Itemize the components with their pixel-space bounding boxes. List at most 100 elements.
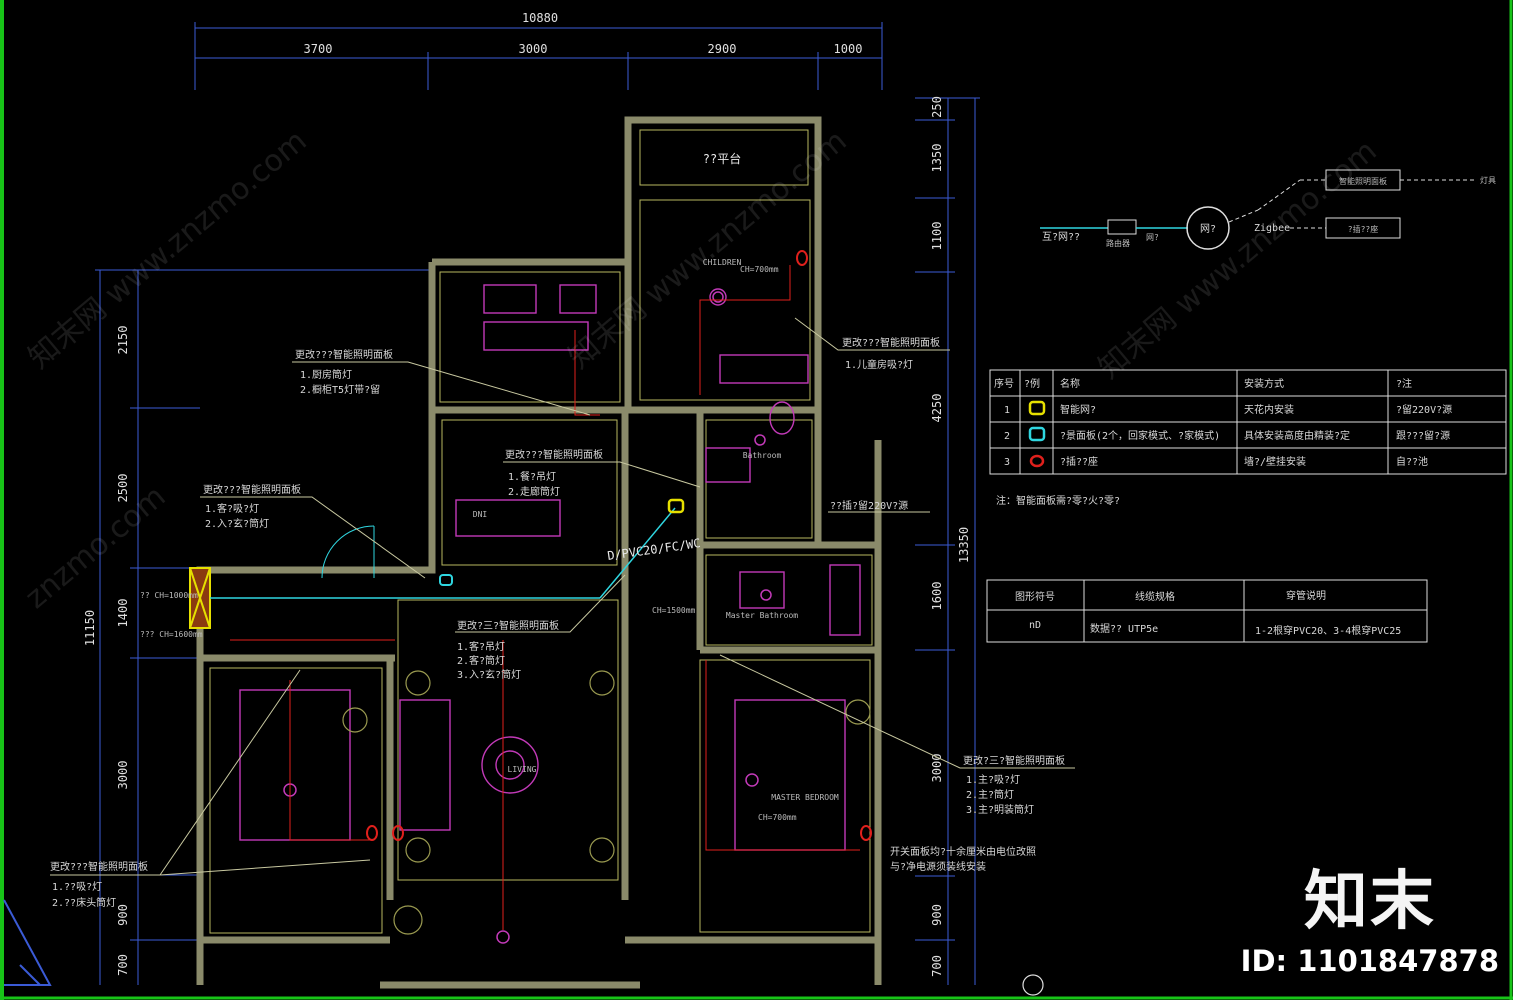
- dim-right-4: 4250: [930, 394, 944, 423]
- callout-entry-line-2: 2.入?玄?筒灯: [205, 517, 269, 530]
- callout-master-title: 更改?三?智能照明面板: [963, 754, 1065, 767]
- legend-header-symbol: ?例: [1024, 377, 1040, 390]
- height-entry-1: ?? CH=1000mm: [140, 591, 198, 600]
- dim-right-8: 700: [930, 955, 944, 977]
- dim-top-seg-3: 2900: [708, 42, 737, 56]
- callout-entry: 更改???智能照明面板 1.客?吸?灯 2.入?玄?筒灯: [203, 483, 301, 530]
- dim-left-3: 1400: [116, 599, 130, 628]
- ucs-icon: [3, 899, 52, 986]
- legend-table: [989, 369, 1507, 475]
- height-master: CH=700mm: [758, 813, 797, 822]
- dim-left-4: 3000: [116, 761, 130, 790]
- network-topology: [1040, 169, 1475, 250]
- topo-gateway-label: 网?: [1146, 233, 1159, 242]
- callout-children-line-1: 1.儿童房吸?灯: [845, 358, 913, 371]
- wiring-row-spec: 数据?? UTP5e: [1090, 622, 1158, 635]
- callout-dining-line-1: 1.餐?吊灯: [508, 470, 556, 483]
- legend-row-1-no: 1: [1004, 405, 1010, 416]
- callout-master-line-1: 1.主?吸?灯: [966, 774, 1020, 786]
- pipe-label: D/PVC20/FC/WC: [606, 536, 701, 563]
- height-children: CH=700mm: [740, 265, 779, 274]
- wiring-header-spec: 线缆规格: [1135, 590, 1175, 603]
- topo-end-label: 灯具: [1480, 175, 1496, 185]
- wiring-table: [986, 579, 1428, 643]
- callout-master-note-line-2: 与?净电源须装线安装: [890, 860, 986, 873]
- brand-logo: 知末: [1303, 865, 1436, 939]
- wiring-header-conduit: 穿管说明: [1286, 589, 1326, 602]
- legend-header-name: 名称: [1060, 377, 1080, 390]
- callout-living: 更改?三?智能照明面板 1.客?吊灯 2.客?筒灯 3.入?玄?筒灯: [457, 619, 559, 681]
- room-master-bathroom: Master Bathroom: [726, 611, 798, 620]
- callout-master: 更改?三?智能照明面板 1.主?吸?灯 2.主?筒灯 3.主?明装筒灯: [963, 754, 1065, 816]
- right-dimensions: [915, 97, 980, 985]
- dim-left-total: 11150: [83, 610, 97, 646]
- legend-row-2-name: ?景面板(2个，回家模式、?家模式): [1060, 429, 1220, 442]
- legend-header-note: ?注: [1396, 377, 1412, 390]
- legend-scene-panel-icon: [1028, 426, 1046, 442]
- topo-node-socket: ?插??座: [1348, 224, 1378, 234]
- room-living: LIVING: [508, 765, 537, 774]
- topo-source: 互?网??: [1042, 231, 1080, 243]
- dim-top-seg-2: 3000: [519, 42, 548, 56]
- callout-living-line-3: 3.入?玄?筒灯: [457, 668, 521, 681]
- legend-note: 注：智能面板需?零?火?零?: [996, 494, 1120, 507]
- socket-symbol-master: [860, 825, 872, 841]
- dim-right-6: 3000: [930, 754, 944, 783]
- entry-door: [321, 525, 375, 579]
- wiring-row-conduit: 1-2根穿PVC20、3-4根穿PVC25: [1255, 624, 1401, 637]
- wiring-red: [230, 265, 860, 930]
- room-master-bedroom: MASTER BEDROOM: [771, 793, 839, 802]
- legend-row-3-name: ?插??座: [1060, 455, 1098, 468]
- dim-right-1: 250: [930, 96, 944, 118]
- legend-row-1-install: 天花内安装: [1244, 403, 1294, 416]
- dim-left-1: 2150: [116, 326, 130, 355]
- legend-row-3-no: 3: [1004, 457, 1010, 468]
- height-entry-2: ??? CH=1600mm: [140, 630, 203, 639]
- dim-left-2: 2500: [116, 474, 130, 503]
- dim-top-seg-1: 3700: [304, 42, 333, 56]
- dim-left-6: 700: [116, 954, 130, 976]
- callout-kitchen: 更改???智能照明面板 1.厨房筒灯 2.橱柜T5灯带?留: [295, 348, 393, 396]
- legend-row-1-note: ?留220V?源: [1396, 403, 1452, 416]
- room-dining: DNI: [473, 510, 488, 519]
- callout-second-bedroom-line-1: 1.??吸?灯: [52, 881, 102, 893]
- room-balcony: ??平台: [703, 151, 741, 166]
- wiring-row-symbol: nD: [1029, 620, 1041, 631]
- dim-left-5: 900: [116, 904, 130, 926]
- furniture: [239, 284, 861, 851]
- legend-header-no: 序号: [994, 377, 1014, 390]
- callout-kitchen-line-1: 1.厨房筒灯: [300, 368, 352, 381]
- callout-entry-title: 更改???智能照明面板: [203, 483, 301, 496]
- wiring-header-symbol: 图形符号: [1015, 590, 1055, 603]
- callout-gateway: ??插?留220V?源: [830, 499, 908, 512]
- network-line: [210, 507, 676, 599]
- callout-master-note: 开关面板均?十余厘米由电位改照 与?净电源须装线安装: [890, 845, 1036, 873]
- callout-dining-title: 更改???智能照明面板: [505, 448, 603, 461]
- callout-children: 更改???智能照明面板 1.儿童房吸?灯: [842, 336, 940, 371]
- top-dimensions: [194, 22, 883, 90]
- legend-row-3-note: 自??池: [1396, 455, 1428, 468]
- legend-row-2-no: 2: [1004, 431, 1010, 442]
- brand-block: 知末 ID: 1101847878: [1241, 870, 1499, 978]
- callout-second-bedroom-line-2: 2.??床头筒灯: [52, 896, 116, 909]
- legend-row-2-note: 跟???留?源: [1396, 429, 1450, 442]
- socket-symbol-bed-1: [366, 825, 378, 841]
- callout-master-line-2: 2.主?筒灯: [966, 788, 1014, 801]
- callout-living-line-2: 2.客?筒灯: [457, 654, 505, 667]
- topo-node-panel: 智能照明面板: [1339, 176, 1387, 186]
- leader-lines: [50, 317, 1075, 876]
- scene-panel-symbol: [439, 574, 453, 586]
- callout-children-title: 更改???智能照明面板: [842, 336, 940, 349]
- callout-master-note-line-1: 开关面板均?十余厘米由电位改照: [890, 845, 1036, 858]
- callout-kitchen-line-2: 2.橱柜T5灯带?留: [300, 383, 380, 396]
- dim-right-3: 1100: [930, 222, 944, 251]
- room-children: CHILDREN: [703, 258, 742, 267]
- callout-dining: 更改???智能照明面板 1.餐?吊灯 2.走廊筒灯: [505, 448, 603, 498]
- legend-row-2-install: 具体安装高度由精装?定: [1244, 429, 1350, 442]
- fixtures: [342, 670, 1044, 996]
- callout-second-bedroom-title: 更改???智能照明面板: [50, 860, 148, 873]
- gateway-symbol: [667, 498, 685, 514]
- dim-right-7: 900: [930, 904, 944, 926]
- legend-row-3-install: 墙?/壁挂安装: [1244, 455, 1306, 468]
- callout-dining-line-2: 2.走廊筒灯: [508, 485, 560, 498]
